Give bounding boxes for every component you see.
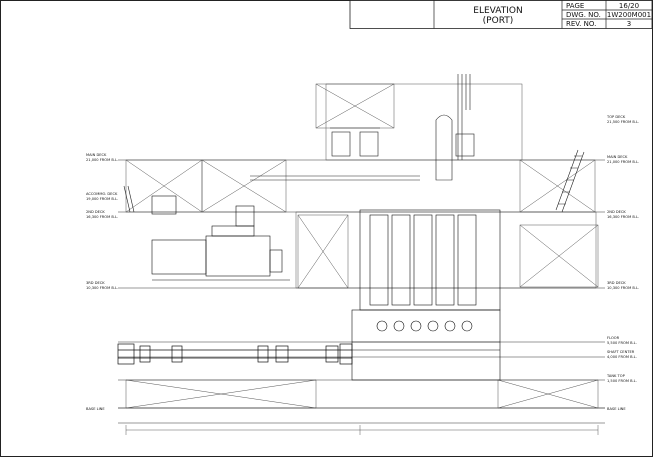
right-level-labels: TOP DECK 21,500 FROM B.L. MAIN DECK 21,0… [606, 115, 639, 411]
rev-no-value: 3 [627, 20, 631, 28]
left-level-labels: MAIN DECK 21,000 FROM B.L. ACCOMMO. DECK… [86, 153, 118, 411]
right-level-shaft-center-value: 4,000 FROM B.L. [607, 355, 637, 359]
right-level-tank-top-value: 1,500 FROM B.L. [607, 379, 637, 383]
page-label: PAGE [566, 2, 584, 10]
page-value: 16/20 [619, 2, 639, 10]
left-level-main-deck-name: MAIN DECK [86, 153, 107, 157]
right-level-main-deck-name: MAIN DECK [607, 155, 628, 159]
left-level-accommo-deck-value: 19,000 FROM B.L. [86, 197, 118, 201]
right-level-floor-value: 5,500 FROM B.L. [607, 341, 637, 345]
left-level-2nd-deck-value: 16,300 FROM B.L. [86, 215, 118, 219]
left-level-3rd-deck-name: 3RD DECK [86, 281, 105, 285]
right-level-3rd-deck-name: 3RD DECK [607, 281, 626, 285]
right-level-shaft-center-name: SHAFT CENTER [607, 350, 635, 354]
main-engine [351, 209, 501, 381]
left-level-main-deck-value: 21,000 FROM B.L. [86, 158, 118, 162]
title-block: ELEVATION (PORT) PAGE 16/20 DWG. NO. 1W2… [349, 0, 653, 29]
title-line-2: (PORT) [483, 16, 514, 26]
right-level-floor-name: FLOOR [607, 336, 620, 340]
right-level-3rd-deck-value: 10,300 FROM B.L. [607, 286, 639, 290]
left-level-base-line: BASE LINE [86, 407, 105, 411]
structure-frames [125, 83, 599, 409]
left-level-3rd-deck-value: 10,300 FROM B.L. [86, 286, 118, 290]
left-level-accommo-deck-name: ACCOMMO. DECK [86, 192, 118, 196]
exhaust-piping [250, 74, 475, 181]
rev-no-label: REV. NO. [566, 20, 596, 28]
title-line-1: ELEVATION [473, 6, 522, 16]
dwg-no-value: 1W200M001 [607, 11, 651, 19]
deck-lines [118, 159, 605, 424]
ladders [123, 149, 585, 213]
right-level-base-line: BASE LINE [607, 407, 626, 411]
right-level-main-deck-value: 21,000 FROM B.L. [607, 160, 639, 164]
engine-cylinder-heads [376, 320, 473, 332]
right-level-top-deck-value: 21,500 FROM B.L. [607, 120, 639, 124]
right-level-2nd-deck-value: 16,300 FROM B.L. [607, 215, 639, 219]
right-level-top-deck-name: TOP DECK [606, 115, 626, 119]
right-level-2nd-deck-name: 2ND DECK [607, 210, 626, 214]
generator-set [151, 195, 290, 281]
propeller-shaft [117, 343, 353, 365]
dwg-no-label: DWG. NO. [566, 11, 601, 19]
right-level-tank-top-name: TANK TOP [606, 374, 626, 378]
left-level-2nd-deck-name: 2ND DECK [86, 210, 105, 214]
dimension-lines [125, 425, 599, 435]
